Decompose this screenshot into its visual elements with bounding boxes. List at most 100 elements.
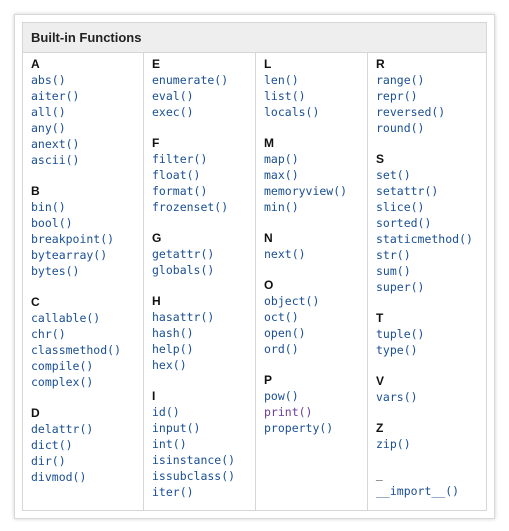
function-link-property[interactable]: property() — [264, 421, 334, 435]
function-link-zip[interactable]: zip() — [376, 437, 411, 451]
function-link-slice[interactable]: slice() — [376, 200, 425, 214]
function-link-max[interactable]: max() — [264, 168, 299, 182]
letter-heading: D — [31, 406, 40, 420]
letter-heading: N — [264, 231, 273, 245]
function-link-setattr[interactable]: setattr() — [376, 184, 439, 198]
letter-heading: B — [31, 184, 40, 198]
letter-heading: P — [264, 373, 273, 387]
letter-heading: M — [264, 136, 274, 150]
letter-group-underscore: _ __import__() — [376, 468, 486, 499]
function-link-anext[interactable]: anext() — [31, 137, 80, 151]
letter-heading: H — [152, 294, 161, 308]
function-link-getattr[interactable]: getattr() — [152, 247, 215, 261]
table-title: Built-in Functions — [23, 23, 486, 53]
function-link-any[interactable]: any() — [31, 121, 66, 135]
function-link-isinstance[interactable]: isinstance() — [152, 453, 236, 467]
function-link-globals[interactable]: globals() — [152, 263, 215, 277]
function-link-pow[interactable]: pow() — [264, 389, 299, 403]
function-link-repr[interactable]: repr() — [376, 89, 418, 103]
function-link-format[interactable]: format() — [152, 184, 208, 198]
function-link-print[interactable]: print() — [264, 405, 313, 419]
function-link-list[interactable]: list() — [264, 89, 306, 103]
function-link-ord[interactable]: ord() — [264, 342, 299, 356]
letter-heading: L — [264, 57, 272, 71]
function-link-open[interactable]: open() — [264, 326, 306, 340]
function-link-memoryview[interactable]: memoryview() — [264, 184, 348, 198]
letter-heading: O — [264, 278, 274, 292]
letter-heading: F — [152, 136, 160, 150]
function-link-sorted[interactable]: sorted() — [376, 216, 432, 230]
function-link-int[interactable]: int() — [152, 437, 187, 451]
function-link-dir[interactable]: dir() — [31, 454, 66, 468]
function-link-issubclass[interactable]: issubclass() — [152, 469, 236, 483]
function-link-help[interactable]: help() — [152, 342, 194, 356]
function-link-bytearray[interactable]: bytearray() — [31, 248, 108, 262]
function-link-hasattr[interactable]: hasattr() — [152, 310, 215, 324]
function-link-type[interactable]: type() — [376, 343, 418, 357]
letter-heading: A — [31, 57, 40, 71]
function-link-import[interactable]: __import__() — [376, 484, 460, 498]
function-link-str[interactable]: str() — [376, 248, 411, 262]
function-link-len[interactable]: len() — [264, 73, 299, 87]
function-link-locals[interactable]: locals() — [264, 105, 320, 119]
function-link-chr[interactable]: chr() — [31, 327, 66, 341]
function-link-classmethod[interactable]: classmethod() — [31, 343, 122, 357]
function-link-exec[interactable]: exec() — [152, 105, 194, 119]
function-link-object[interactable]: object() — [264, 294, 320, 308]
function-link-set[interactable]: set() — [376, 168, 411, 182]
function-link-bool[interactable]: bool() — [31, 216, 73, 230]
letter-heading: R — [376, 57, 385, 71]
function-link-ascii[interactable]: ascii() — [31, 153, 80, 167]
function-link-delattr[interactable]: delattr() — [31, 422, 94, 436]
function-link-oct[interactable]: oct() — [264, 310, 299, 324]
function-link-reversed[interactable]: reversed() — [376, 105, 446, 119]
function-link-dict[interactable]: dict() — [31, 438, 73, 452]
function-link-filter[interactable]: filter() — [152, 152, 208, 166]
function-link-super[interactable]: super() — [376, 280, 425, 294]
function-link-map[interactable]: map() — [264, 152, 299, 166]
function-link-min[interactable]: min() — [264, 200, 299, 214]
function-link-hash[interactable]: hash() — [152, 326, 194, 340]
function-link-abs[interactable]: abs() — [31, 73, 66, 87]
function-link-complex[interactable]: complex() — [31, 375, 94, 389]
letter-heading: _ — [376, 468, 383, 482]
function-link-round[interactable]: round() — [376, 121, 425, 135]
function-link-callable[interactable]: callable() — [31, 311, 101, 325]
function-link-staticmethod[interactable]: staticmethod() — [376, 232, 473, 246]
function-link-eval[interactable]: eval() — [152, 89, 194, 103]
function-link-compile[interactable]: compile() — [31, 359, 94, 373]
function-link-hex[interactable]: hex() — [152, 358, 187, 372]
function-link-float[interactable]: float() — [152, 168, 201, 182]
function-link-bytes[interactable]: bytes() — [31, 264, 80, 278]
function-link-range[interactable]: range() — [376, 73, 425, 87]
function-link-vars[interactable]: vars() — [376, 390, 418, 404]
function-link-breakpoint[interactable]: breakpoint() — [31, 232, 115, 246]
letter-heading: G — [152, 231, 162, 245]
letter-heading: Z — [376, 421, 384, 435]
function-link-sum[interactable]: sum() — [376, 264, 411, 278]
function-link-next[interactable]: next() — [264, 247, 306, 261]
function-link-iter[interactable]: iter() — [152, 485, 194, 499]
function-link-id[interactable]: id() — [152, 405, 180, 419]
function-link-bin[interactable]: bin() — [31, 200, 66, 214]
function-link-frozenset[interactable]: frozenset() — [152, 200, 229, 214]
function-link-input[interactable]: input() — [152, 421, 201, 435]
letter-heading: S — [376, 152, 385, 166]
function-link-tuple[interactable]: tuple() — [376, 327, 425, 341]
function-link-divmod[interactable]: divmod() — [31, 470, 87, 484]
function-link-aiter[interactable]: aiter() — [31, 89, 80, 103]
function-link-enumerate[interactable]: enumerate() — [152, 73, 229, 87]
function-link-all[interactable]: all() — [31, 105, 66, 119]
